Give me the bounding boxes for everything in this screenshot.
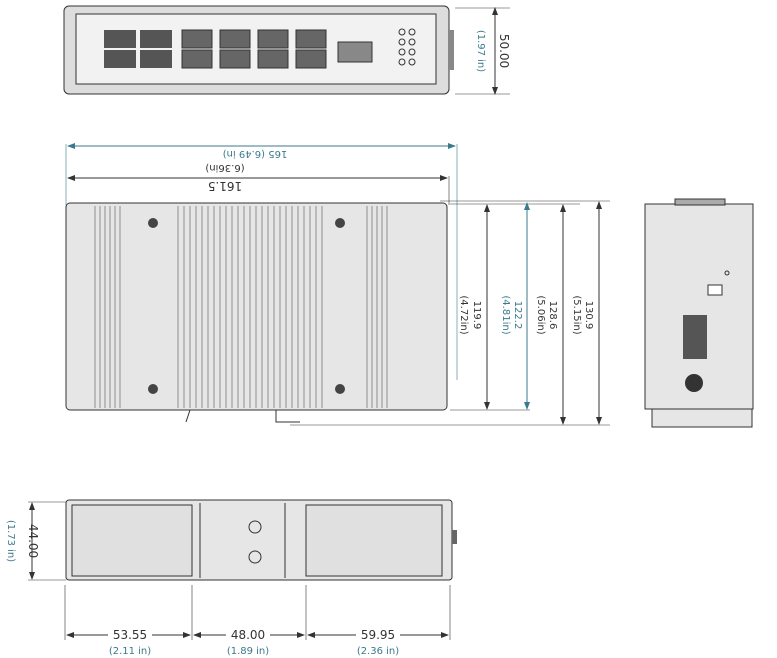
screw-icon [248,550,262,564]
segment-2-label: 48.00 [231,628,265,642]
segment-3-inch-label: (2.36 in) [357,646,399,657]
screw-icon [248,520,262,534]
sfp-ports [104,30,172,68]
width-inch-label: (6.36in) [205,162,244,173]
depth-inch-label: (1.73 in) [5,520,16,562]
h2-inch-label: (4.81in) [500,295,511,334]
h3-inch-label: (5.06in) [535,295,546,334]
dip-switch [707,284,723,296]
outer-width-label: 165 (6.49 in) [223,148,288,159]
bottom-view: 44.00 (1.73 in) 53.55 48.00 59.95 (2.11 … [5,499,457,657]
terminal-block [683,315,707,359]
din-rail-clip [185,409,300,423]
segment-1-inch-label: (2.11 in) [109,646,151,657]
ground-connector [685,374,703,392]
h3-label: 128.6 [547,301,558,330]
top-height-label: 50.00 [497,34,511,68]
h4-label: 130.9 [583,301,594,330]
led-indicators [398,28,416,66]
h1-label: 119.9 [471,301,482,330]
h2-label: 122.2 [512,301,523,330]
h4-inch-label: (5.15in) [571,295,582,334]
side-view [644,198,754,428]
depth-label: 44.00 [26,524,40,558]
segment-3-label: 59.95 [361,628,395,642]
top-view: 50.00 (1.97 in) [63,5,511,95]
top-height-inch-label: (1.97 in) [475,30,486,72]
segment-2-inch-label: (1.89 in) [227,646,269,657]
rj45-ports [181,29,373,69]
segment-1-label: 53.55 [113,628,147,642]
front-view: 165 (6.49 in) (6.36in) 161.5 (4.72in) 11… [65,143,610,426]
h1-inch-label: (4.72in) [458,295,469,334]
width-label: 161.5 [208,179,242,193]
mounting-screws [148,218,345,394]
